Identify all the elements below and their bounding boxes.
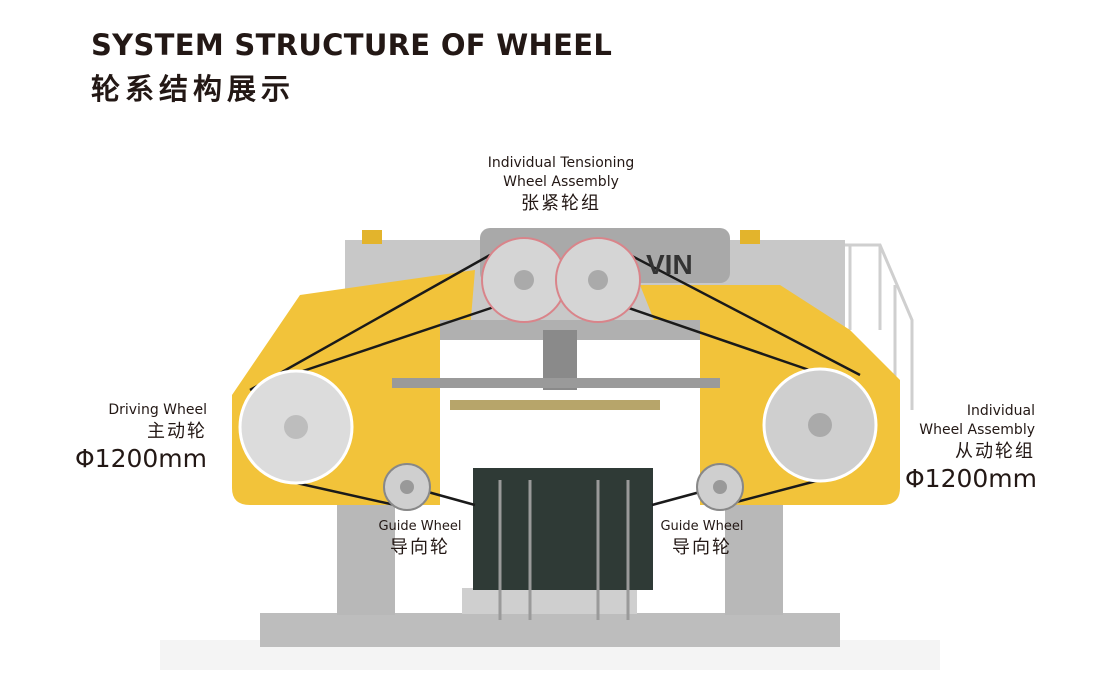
left-leg [337, 500, 395, 615]
driven-wheel-label-line1: Individual [966, 403, 1035, 419]
right-leg [725, 500, 783, 615]
driven-wheel-diameter: Φ1200mm [905, 464, 1038, 493]
guide-wheel-right [696, 463, 744, 511]
lower-bar [392, 378, 720, 388]
guide-wheel-left-label-en: Guide Wheel [378, 519, 462, 534]
machine-base [260, 613, 840, 647]
guide-wheel-right-label-en: Guide Wheel [660, 519, 744, 534]
driving-wheel-label-cn: 主动轮 [147, 421, 207, 442]
driving-wheel [238, 369, 354, 485]
guide-wheel-right-label-cn: 导向轮 [672, 537, 732, 558]
page-title-cn: 轮系结构展示 [91, 72, 296, 106]
guide-wheel-left-label: Guide Wheel 导向轮 [370, 517, 470, 560]
driving-wheel-label: Driving Wheel 主动轮 Φ1200mm [75, 401, 207, 474]
tensioning-label: Individual Tensioning Wheel Assembly 张紧轮… [480, 154, 642, 216]
guide-wheel-right-label: Guide Wheel 导向轮 [652, 517, 752, 560]
driven-wheel-label-line2: Wheel Assembly [919, 422, 1035, 438]
driving-wheel-diameter: Φ1200mm [74, 444, 207, 473]
driven-wheel-label: Individual Wheel Assembly 从动轮组 Φ1200mm [905, 402, 1038, 494]
marble-block [473, 468, 653, 590]
diamond-wire [249, 253, 861, 507]
tensioning-label-line1: Individual Tensioning [487, 155, 635, 171]
guide-bar [450, 400, 660, 410]
brand-logo: VIN [646, 249, 693, 280]
tensioning-label-cn: 张紧轮组 [521, 193, 601, 214]
motor-right [740, 230, 760, 244]
driven-wheel-label-cn: 从动轮组 [955, 441, 1035, 462]
page-title-en: SYSTEM STRUCTURE OF WHEEL [91, 28, 613, 62]
guide-wheel-left [383, 463, 431, 511]
block-platform [462, 588, 637, 614]
block-supports [498, 480, 630, 620]
tension-wheels [481, 237, 641, 323]
driven-wheel [762, 367, 878, 483]
guide-wheel-left-label-cn: 导向轮 [390, 537, 450, 558]
tensioning-label-line2: Wheel Assembly [503, 174, 619, 190]
motor-left [362, 230, 382, 244]
driving-wheel-label-en: Driving Wheel [108, 402, 207, 418]
